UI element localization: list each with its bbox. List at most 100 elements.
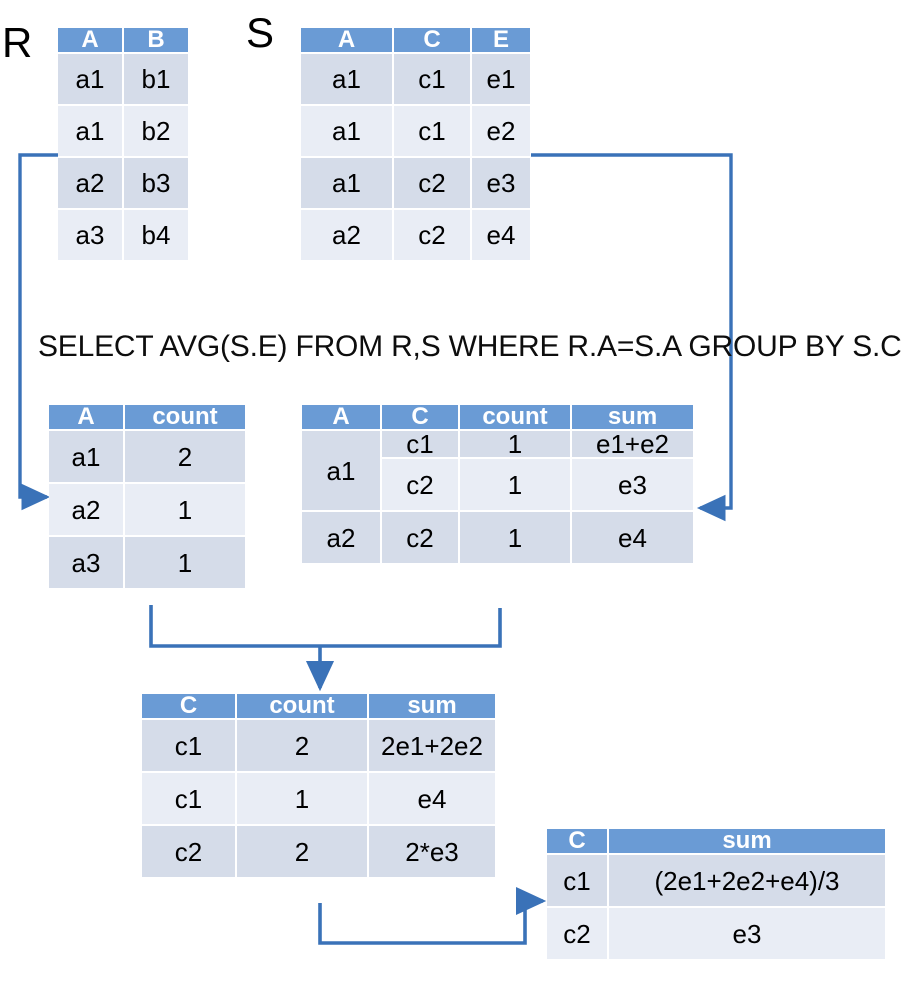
column-header-sum: sum [609,829,885,853]
cell: 1 [125,537,245,588]
table-row: a1 2 [49,431,245,482]
column-header-sum: sum [572,405,693,429]
cell: a2 [58,158,122,208]
table-s: A C E a1 c1 e1 a1 c1 e2 a1 c2 e3 a2 [299,26,532,262]
cell: a1 [58,106,122,156]
table-row: a2 b3 [58,158,188,208]
cell: a2 [302,512,380,563]
column-header-count: count [125,405,245,429]
cell: a1 [301,106,392,156]
cell: c2 [382,512,458,563]
cell: c2 [394,210,470,260]
sql-query-text: SELECT AVG(S.E) FROM R,S WHERE R.A=S.A G… [38,330,902,363]
column-header-a: A [58,28,122,52]
cell: c2 [394,158,470,208]
connector-merge-right [320,608,502,648]
column-header-sum: sum [369,694,495,718]
table-row-header: A count [49,405,245,429]
table-a-count: A count a1 2 a2 1 a3 1 [47,403,247,590]
table-row-header: C count sum [142,694,495,718]
cell: e4 [472,210,530,260]
cell: a3 [58,210,122,260]
cell: e3 [609,908,885,959]
column-header-c: C [394,28,470,52]
cell: c1 [394,54,470,104]
table-row: a3 b4 [58,210,188,260]
cell: a1 [301,158,392,208]
cell: e4 [572,512,693,563]
cell: e1+e2 [572,431,693,457]
column-header-count: count [460,405,570,429]
table-row: c2 1 e3 [302,459,693,510]
cell: 2*e3 [369,826,495,877]
cell: 1 [460,431,570,457]
cell: c2 [142,826,235,877]
table-row-header: C sum [547,829,885,853]
connector-ccountsum-to-final [318,886,547,945]
cell: e3 [572,459,693,510]
cell: a3 [49,537,123,588]
cell-group-a: a1 [302,431,380,510]
cell: c2 [382,459,458,510]
cell: a1 [49,431,123,482]
cell: c2 [547,908,607,959]
column-header-b: B [124,28,188,52]
table-row: c1 1 e4 [142,773,495,824]
cell: a2 [49,484,123,535]
cell: e2 [472,106,530,156]
cell: b4 [124,210,188,260]
cell: a1 [58,54,122,104]
table-r: A B a1 b1 a1 b2 a2 b3 a3 b4 [56,26,190,262]
column-header-c: C [142,694,235,718]
cell: c1 [382,431,458,457]
table-row-header: A C count sum [302,405,693,429]
column-header-count: count [237,694,367,718]
relation-label-s: S [246,9,275,56]
cell: c1 [142,773,235,824]
table-c-sum-final: C sum c1 (2e1+2e2+e4)/3 c2 e3 [545,827,887,961]
table-row: c1 2 2e1+2e2 [142,720,495,771]
table-row: c1 (2e1+2e2+e4)/3 [547,855,885,906]
cell: c1 [394,106,470,156]
table-row: a2 c2 e4 [301,210,530,260]
cell: 2 [237,826,367,877]
cell: e1 [472,54,530,104]
table-row: a1 c1 e2 [301,106,530,156]
cell: e3 [472,158,530,208]
table-row-header: A C E [301,28,530,52]
cell: a1 [301,54,392,104]
column-header-c: C [547,829,607,853]
table-row-header: A B [58,28,188,52]
cell: 1 [125,484,245,535]
cell: 2 [125,431,245,482]
table-row: c2 2 2*e3 [142,826,495,877]
cell: 2e1+2e2 [369,720,495,771]
cell: b2 [124,106,188,156]
cell: b3 [124,158,188,208]
table-row: a1 c1 e1 [301,54,530,104]
column-header-a: A [302,405,380,429]
table-row: a1 b2 [58,106,188,156]
column-header-e: E [472,28,530,52]
table-row: a2 c2 1 e4 [302,512,693,563]
cell: 1 [460,459,570,510]
cell: c1 [547,855,607,906]
cell: c1 [142,720,235,771]
cell: a2 [301,210,392,260]
table-row: a1 c1 1 e1+e2 [302,431,693,510]
cell: b1 [124,54,188,104]
column-header-a: A [301,28,392,52]
cell: (2e1+2e2+e4)/3 [609,855,885,906]
table-row: a1 c2 e3 [301,158,530,208]
cell: 1 [460,512,570,563]
table-a-c-count-sum: A C count sum a1 c1 1 e1+e2 c2 1 e3 a2 c… [300,403,695,565]
table-c-count-sum: C count sum c1 2 2e1+2e2 c1 1 e4 c2 2 2*… [140,692,497,879]
table-row: c2 e3 [547,908,885,959]
connector-merge-left [149,605,320,648]
cell: e4 [369,773,495,824]
cell: 1 [237,773,367,824]
cell: 2 [237,720,367,771]
table-row: a2 1 [49,484,245,535]
column-header-a: A [49,405,123,429]
